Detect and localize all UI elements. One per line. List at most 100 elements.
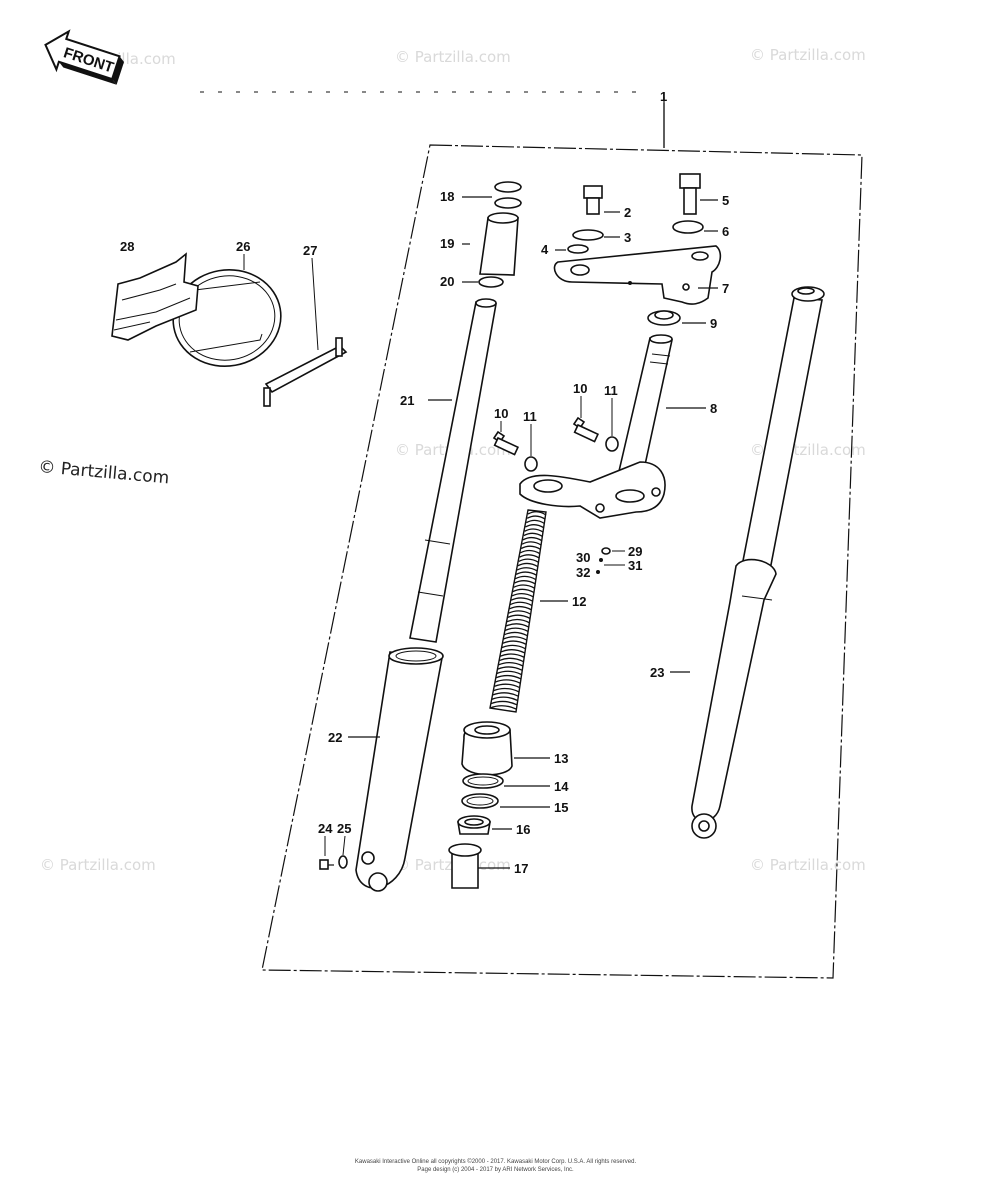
callout-23: 23 xyxy=(650,665,664,680)
callout-16: 16 xyxy=(516,822,530,837)
callout-29: 29 xyxy=(628,544,642,559)
spring-coil xyxy=(513,584,535,589)
callout-9: 9 xyxy=(710,316,717,331)
spring-coil xyxy=(516,567,538,572)
spring-coil xyxy=(519,554,540,559)
spring-coil xyxy=(490,700,517,706)
callout-31: 31 xyxy=(628,558,642,573)
spring-coil xyxy=(505,623,529,628)
spring-coil xyxy=(508,610,531,615)
part-10-bolt-left: 10 xyxy=(492,406,520,456)
callout-30: 30 xyxy=(576,550,590,565)
spring-coil xyxy=(525,524,545,529)
part-22-outer-tube: 22 xyxy=(328,647,444,892)
part-27-band: 27 xyxy=(263,243,348,407)
watermark-dark: © Partzilla.com xyxy=(38,457,170,488)
spring-coil xyxy=(503,636,527,641)
part-16-seal: 16 xyxy=(457,815,530,837)
spring-coil xyxy=(509,605,532,611)
part-24-bolt: 24 xyxy=(318,821,334,870)
part-11-washer-left: 11 xyxy=(523,409,538,472)
callout-13: 13 xyxy=(554,751,568,766)
callout-15: 15 xyxy=(554,800,568,815)
callout-27: 27 xyxy=(303,243,317,258)
part-15-ring: 15 xyxy=(461,793,568,815)
copyright-line-2: Page design (c) 2004 - 2017 by ARI Netwo… xyxy=(417,1167,574,1173)
callout-32: 32 xyxy=(576,565,590,580)
part-2-bolt: 2 xyxy=(583,185,631,220)
callout-6: 6 xyxy=(722,224,729,239)
part-12-spring: 12 xyxy=(489,509,586,713)
spring-coil xyxy=(506,618,530,624)
callout-4: 4 xyxy=(541,242,549,257)
spring-coil xyxy=(507,614,531,620)
spring-coil xyxy=(498,661,523,667)
front-arrow-icon: FRONT xyxy=(44,29,125,85)
part-5-bolt: 5 xyxy=(679,173,729,215)
callout-8: 8 xyxy=(710,401,717,416)
callout-17: 17 xyxy=(514,861,528,876)
part-13-damper: 13 xyxy=(461,721,568,776)
part-10-bolt-right: 10 xyxy=(572,381,600,443)
part-28-decal: 28 xyxy=(111,239,199,341)
spring-coil xyxy=(495,674,521,680)
spring-coil xyxy=(501,644,526,650)
watermark: © Partzilla.com xyxy=(750,856,866,874)
spring-coil xyxy=(517,562,539,568)
part-26-emblem: 26 xyxy=(172,239,282,367)
spring-coil xyxy=(509,601,533,607)
callout-11-right: 11 xyxy=(604,383,618,398)
assembly-boundary: 1 xyxy=(200,89,863,979)
spring-coil xyxy=(499,653,525,658)
part-14-ring: 14 xyxy=(462,773,569,794)
part-4-washer: 4 xyxy=(541,242,589,257)
spring-coil xyxy=(500,649,525,654)
spring-coil xyxy=(502,640,527,645)
spring-coil xyxy=(497,666,523,671)
part-19-tube-cover: 19 xyxy=(440,212,519,276)
spring-coil xyxy=(522,536,543,542)
callout-11-left: 11 xyxy=(523,409,537,424)
watermark: © Partzilla.com xyxy=(40,856,156,874)
spring-coil xyxy=(515,571,537,576)
part-20-ring: 20 xyxy=(440,274,504,289)
callout-7: 7 xyxy=(722,281,729,296)
part-25-washer: 25 xyxy=(337,821,351,869)
spring-coil xyxy=(491,696,518,701)
part-3-washer: 3 xyxy=(572,229,631,245)
spring-coil xyxy=(520,549,541,555)
callout-25: 25 xyxy=(337,821,351,836)
part-17-sleeve: 17 xyxy=(448,843,528,889)
spring-coil xyxy=(524,528,544,533)
spring-coil xyxy=(527,511,547,516)
callout-1: 1 xyxy=(660,89,667,104)
spring-coil xyxy=(523,532,544,538)
watermark: © Partzilla.com xyxy=(395,48,511,66)
spring-coil xyxy=(496,670,522,676)
callout-28: 28 xyxy=(120,239,134,254)
spring-coil xyxy=(489,705,517,710)
spring-coil xyxy=(492,692,519,697)
spring-coil xyxy=(520,545,542,551)
callout-12: 12 xyxy=(572,594,586,609)
part-11-washer-right: 11 xyxy=(604,383,619,452)
callout-2: 2 xyxy=(624,205,631,220)
spring-coil xyxy=(510,597,533,602)
spring-coil xyxy=(518,558,540,563)
callout-20: 20 xyxy=(440,274,454,289)
copyright-line-1: Kawasaki Interactive Online all copyrigh… xyxy=(354,1159,637,1165)
spring-coil xyxy=(526,515,546,520)
callout-21: 21 xyxy=(400,393,414,408)
callout-10-left: 10 xyxy=(494,406,508,421)
spring-coil xyxy=(504,627,529,632)
spring-coil xyxy=(521,541,542,546)
spring-coil xyxy=(493,683,520,689)
spring-coil xyxy=(526,519,546,525)
spring-coil xyxy=(493,687,519,693)
spring-coil xyxy=(511,593,534,598)
part-6-washer: 6 xyxy=(672,220,729,239)
callout-14: 14 xyxy=(554,779,569,794)
callout-26: 26 xyxy=(236,239,250,254)
callout-19: 19 xyxy=(440,236,454,251)
